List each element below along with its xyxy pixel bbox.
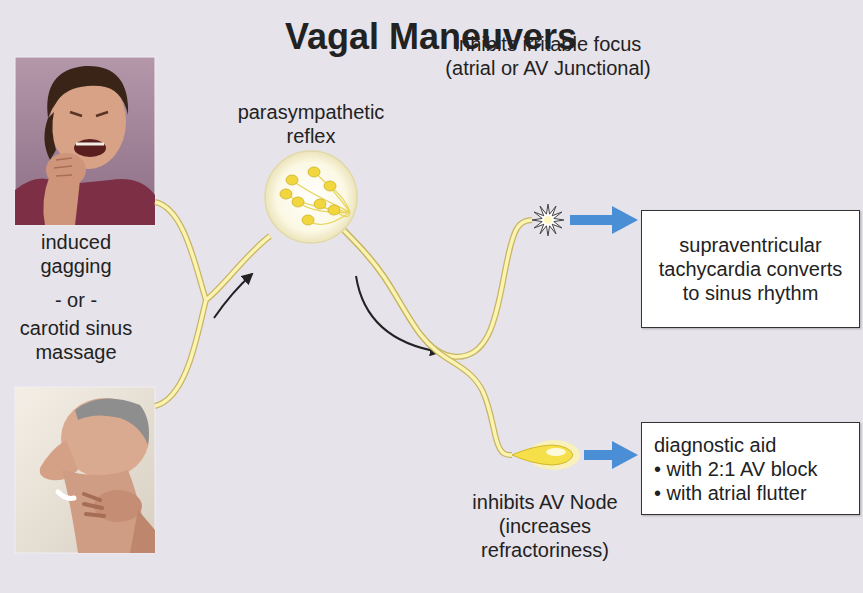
title: Vagal Maneuvers bbox=[285, 16, 577, 58]
nerve-connector bbox=[344, 220, 532, 357]
gagging-photo-part bbox=[43, 175, 80, 225]
nerve-outline bbox=[344, 220, 532, 357]
carotid-massage-photo-part bbox=[15, 387, 155, 553]
nerve-fibres bbox=[286, 172, 350, 225]
fat-arrow bbox=[584, 450, 618, 460]
gagging-photo-part bbox=[15, 179, 155, 225]
node-text: inhibits AV Node (increases refractorine… bbox=[455, 490, 635, 562]
box-content: diagnostic aid• with 2:1 AV block• with … bbox=[642, 423, 859, 514]
nerve-core bbox=[344, 230, 512, 455]
carotid-massage-photo-part bbox=[75, 399, 149, 445]
gagging-photo-part bbox=[76, 143, 104, 146]
nerve-outline bbox=[344, 230, 512, 455]
ganglion-outline bbox=[265, 151, 357, 243]
caption-label: induced gagging bbox=[5, 230, 147, 278]
gagging-photo-part bbox=[47, 66, 128, 118]
afferent-nerves bbox=[155, 202, 270, 406]
bulb-highlight bbox=[546, 448, 566, 456]
direction-arrow bbox=[214, 274, 252, 318]
av-node-bulb-shape bbox=[512, 440, 578, 470]
node-heading: inhibits AV Node (increases refractorine… bbox=[455, 490, 635, 562]
arrow-connector bbox=[584, 455, 618, 456]
neuron-bodies bbox=[280, 167, 340, 225]
gagging-photo-part bbox=[44, 112, 56, 160]
node-text: parasympathetic reflex bbox=[211, 100, 411, 148]
box-text: supraventricular tachycardia converts to… bbox=[654, 233, 847, 305]
box-content: supraventricular tachycardia converts to… bbox=[642, 211, 859, 327]
nerve-connector bbox=[344, 230, 512, 455]
carotid-massage-photo-part bbox=[84, 494, 104, 516]
carotid-massage-photo-part bbox=[58, 492, 74, 498]
ganglion-circle: parasympathetic reflex bbox=[264, 150, 358, 244]
node-heading: parasympathetic reflex bbox=[211, 100, 411, 148]
bulb-body bbox=[512, 445, 573, 465]
box-line: • with 2:1 AV block bbox=[654, 457, 847, 481]
afferent-nerves-part bbox=[155, 202, 270, 406]
caption-label: carotid sinus massage bbox=[5, 316, 147, 364]
gagging-photo-part bbox=[74, 139, 106, 157]
caption-label: - or - bbox=[5, 288, 147, 312]
box-line: • with atrial flutter bbox=[654, 481, 847, 505]
av-node-bulb: inhibits AV Node (increases refractorine… bbox=[512, 440, 578, 470]
carotid-massage-photo bbox=[15, 387, 155, 553]
gagging-photo-part bbox=[54, 158, 72, 176]
arrow-connector bbox=[570, 220, 618, 221]
carotid-massage-photo-part bbox=[130, 510, 155, 553]
irritable-focus-shape bbox=[532, 204, 564, 236]
box-line: diagnostic aid bbox=[654, 433, 847, 457]
starburst bbox=[532, 204, 564, 236]
result-box: diagnostic aid• with 2:1 AV block• with … bbox=[641, 422, 860, 515]
nerve-core bbox=[344, 220, 532, 357]
gagging-photo-part bbox=[15, 57, 155, 225]
result-box: supraventricular tachycardia converts to… bbox=[641, 210, 860, 328]
starburst-core bbox=[544, 216, 552, 224]
gagging-photo bbox=[15, 57, 155, 225]
afferent-nerves-part bbox=[155, 202, 270, 406]
irritable-focus: inhibits irritable focus (atrial or AV J… bbox=[532, 204, 564, 236]
fat-arrow bbox=[570, 215, 618, 225]
gagging-photo-part bbox=[70, 112, 108, 116]
ganglion-circle-shape bbox=[264, 150, 358, 244]
